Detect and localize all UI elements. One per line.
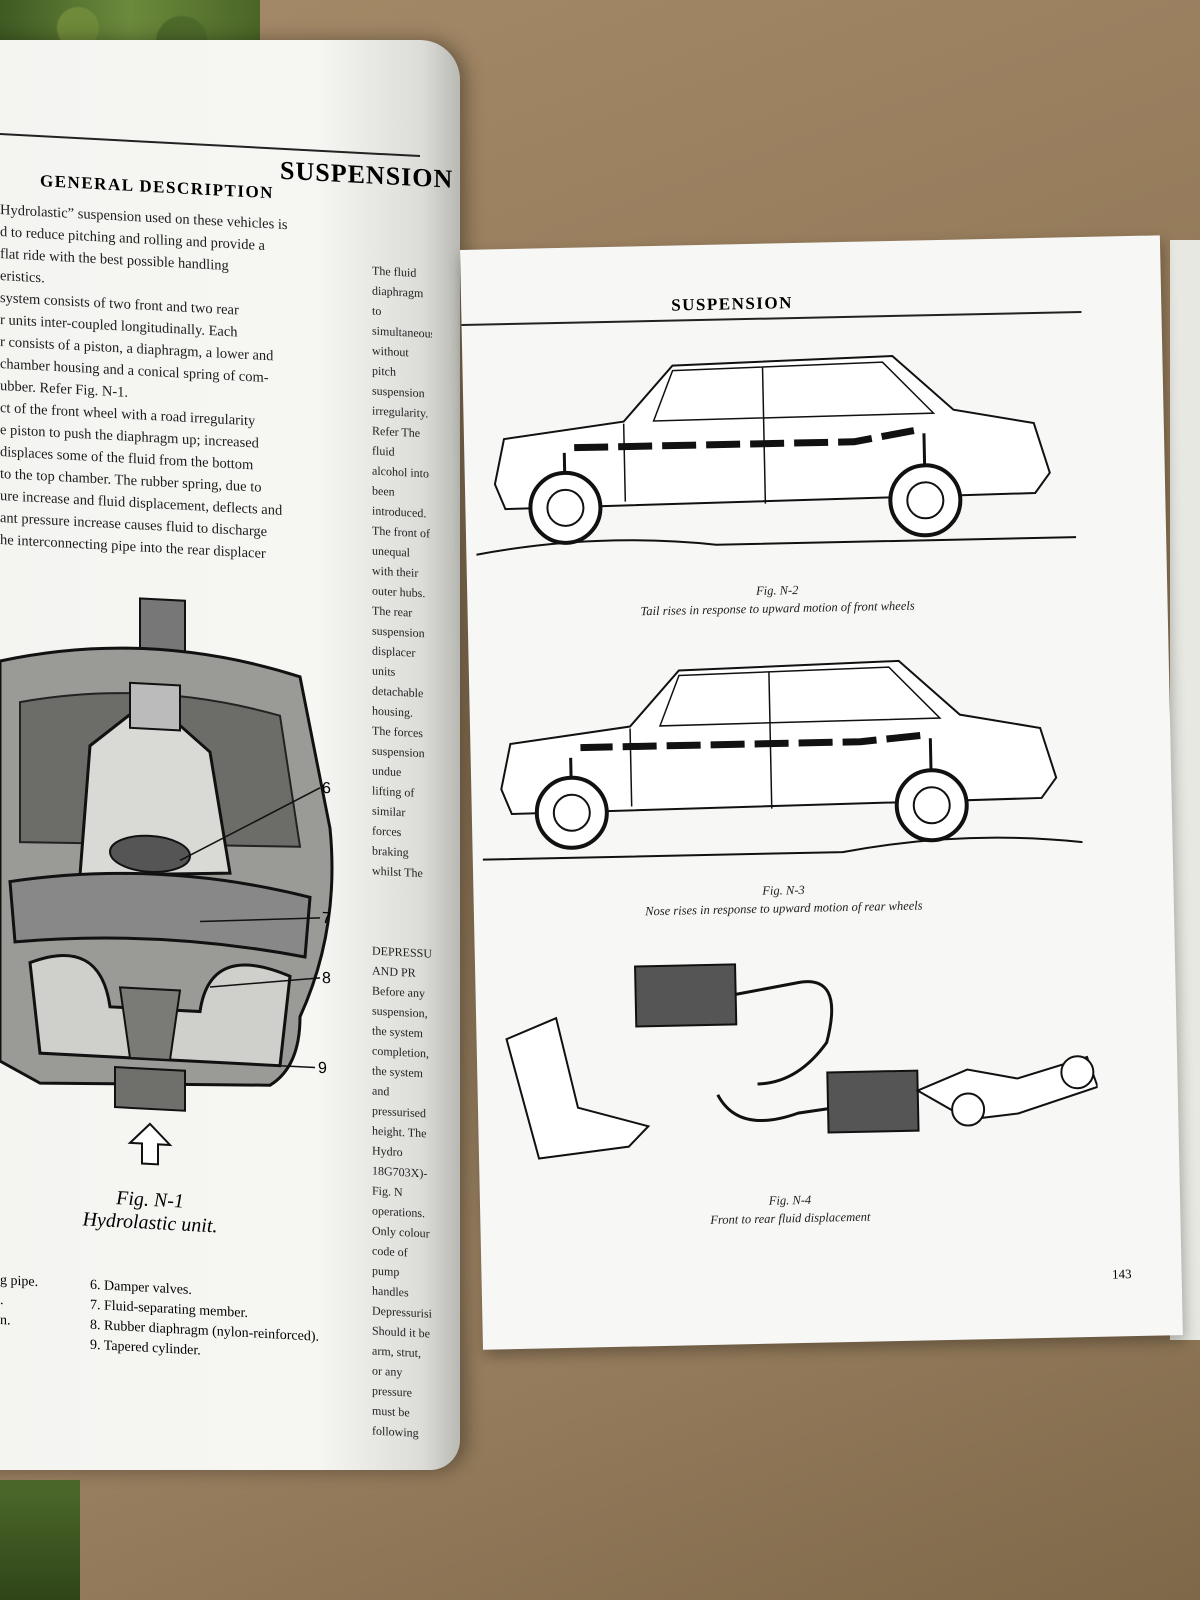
callout-9: 9 (318, 1060, 327, 1077)
figure-n4-text: Front to rear fluid displacement (710, 1209, 871, 1227)
figure-n1-caption: Fig. N-1 Hydrolastic unit. (40, 1183, 260, 1241)
hydrolastic-unit-drawing: 6 7 8 9 (0, 597, 334, 1166)
figure-n2-caption: Fig. N-2 Tail rises in response to upwar… (467, 577, 1088, 623)
section-title: GENERAL DESCRIPTION (40, 171, 274, 203)
grass-background-bottom (0, 1480, 80, 1600)
callout-7: 7 (322, 910, 331, 927)
second-column-bottom: DEPRESSURISING AND PR Before any suspens… (372, 943, 432, 1444)
second-column-top: The fluid diaphragm to simultaneous with… (372, 263, 432, 884)
legend-fragment: n. (0, 1313, 11, 1329)
right-page: SUSPENSION Fig. N-2 Tail rises in respon… (460, 235, 1183, 1350)
legend-left-fragments: g pipe. . n. (0, 1271, 70, 1335)
callout-6: 6 (322, 780, 331, 797)
figure-n4-caption: Fig. N-4 Front to rear fluid displacemen… (480, 1187, 1101, 1233)
figure-n2-text: Tail rises in response to upward motion … (640, 598, 915, 619)
legend-items: 6. Damper valves. 7. Fluid-separating me… (90, 1276, 370, 1371)
car-diagram-n3 (482, 659, 1083, 861)
fluid-displacement-diagram (505, 963, 1099, 1160)
header-rule (0, 132, 420, 158)
running-head-right: SUSPENSION (671, 293, 794, 315)
figure-n3-caption: Fig. N-3 Nose rises in response to upwar… (473, 877, 1094, 923)
callout-8: 8 (322, 970, 331, 987)
running-head-left: SUSPENSION (280, 155, 454, 194)
left-page-content: SUSPENSION GENERAL DESCRIPTION Hydrolast… (0, 40, 454, 1470)
body-text: Hydrolastic” suspension used on these ve… (0, 199, 360, 570)
figure-n3-text: Nose rises in response to upward motion … (645, 898, 923, 919)
left-page: SUSPENSION GENERAL DESCRIPTION Hydrolast… (0, 40, 460, 1470)
car-diagram-n2 (476, 354, 1077, 556)
page-number: 143 (1111, 1266, 1132, 1282)
legend-fragment: g pipe. (0, 1273, 39, 1291)
